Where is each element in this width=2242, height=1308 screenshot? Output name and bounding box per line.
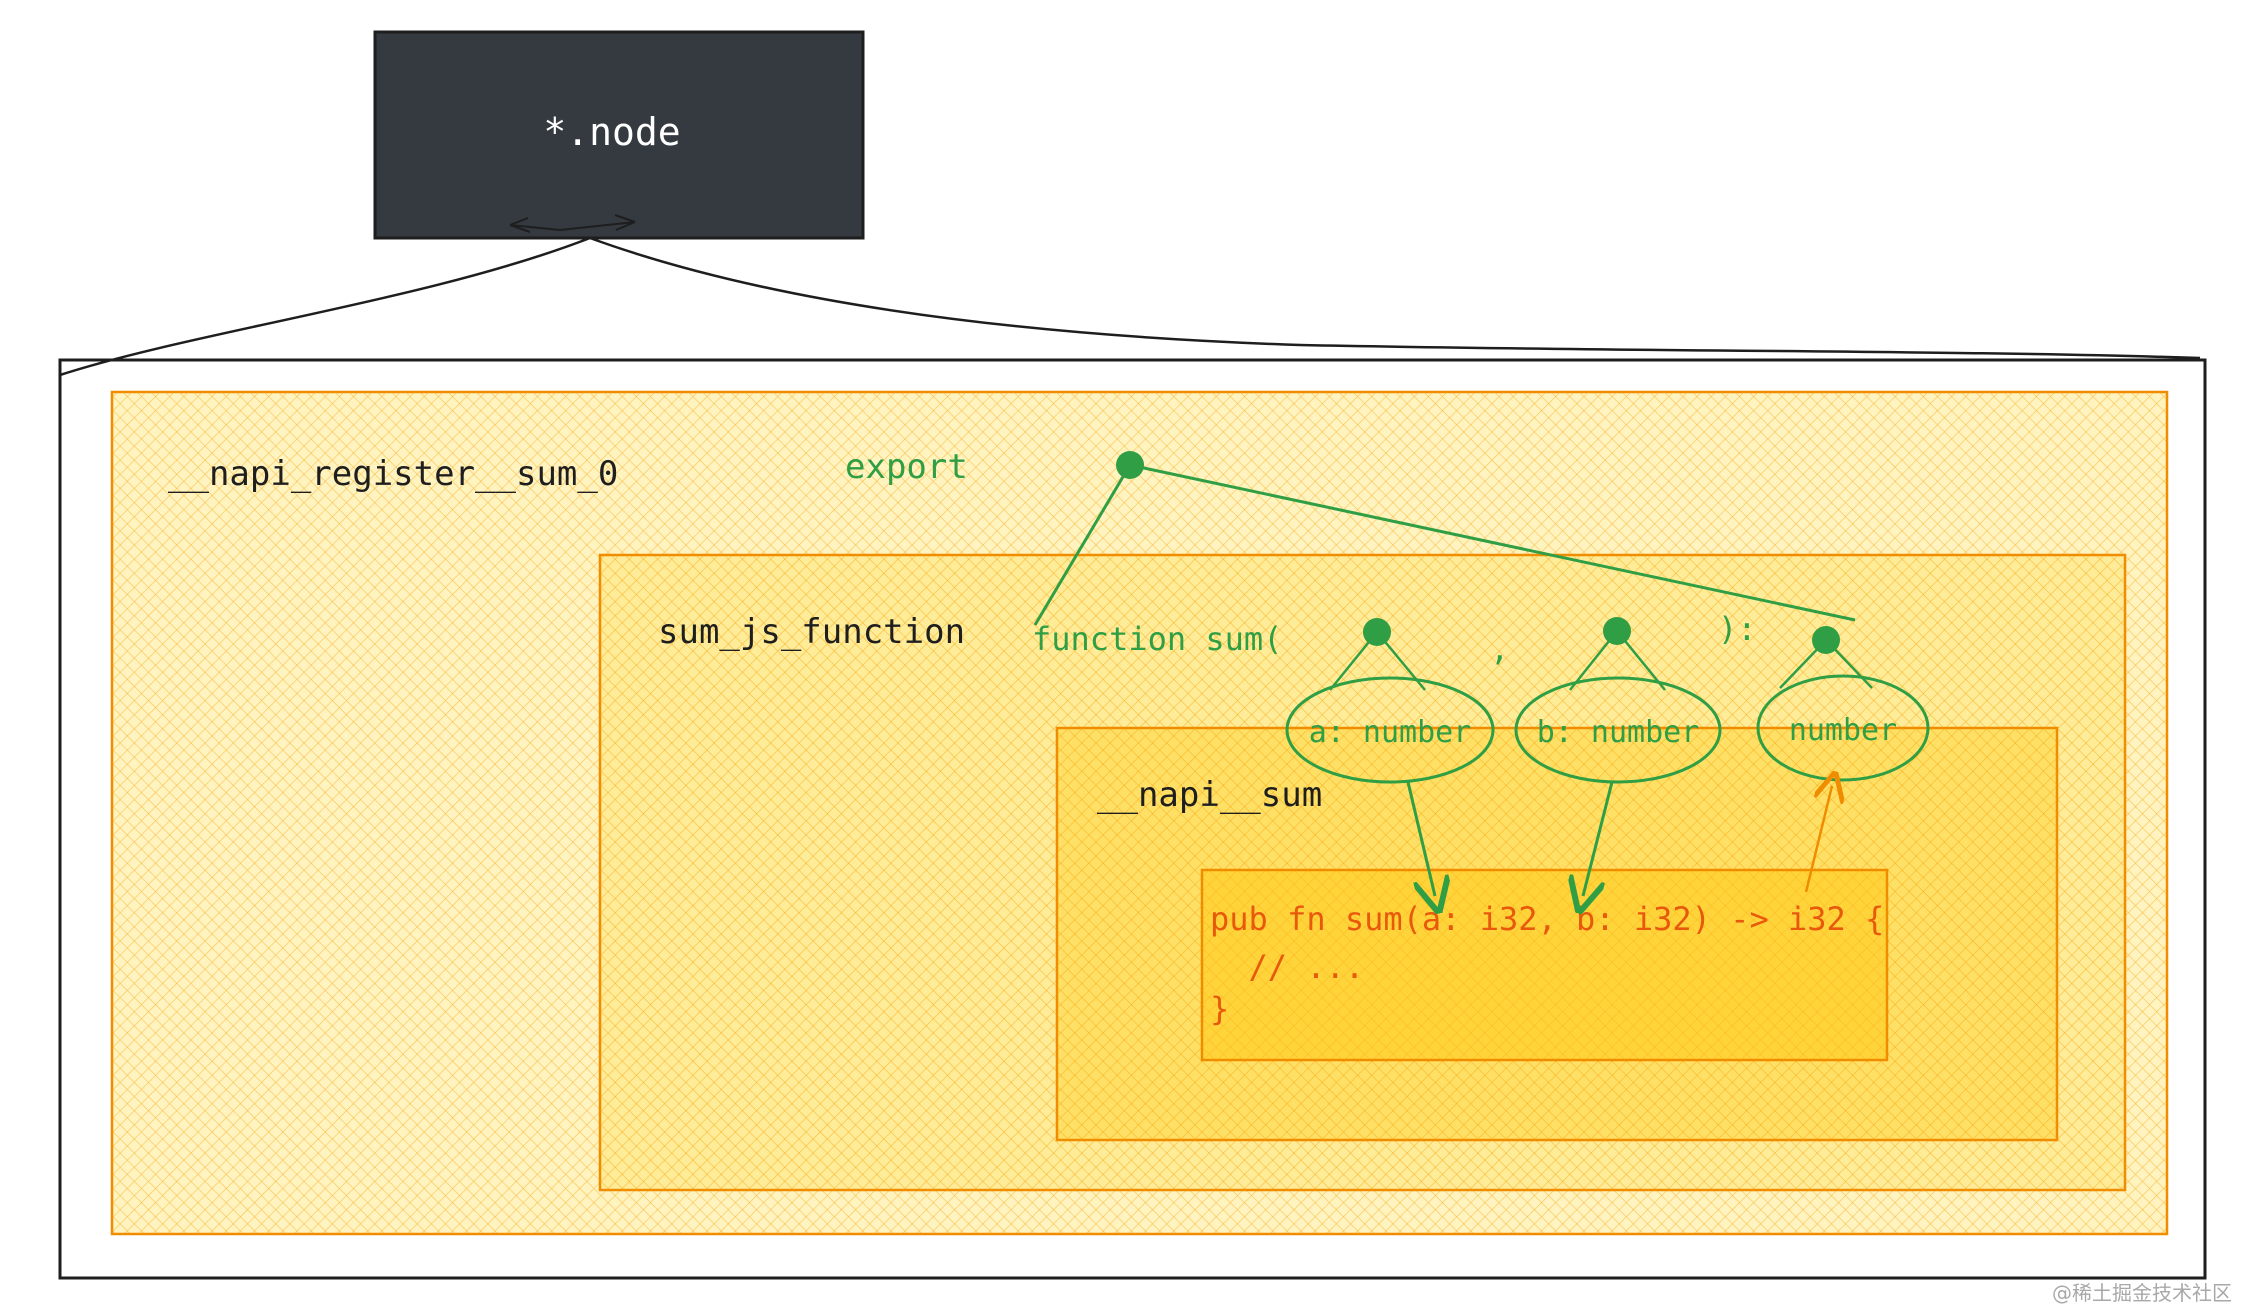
param-a-ellipse: [1285, 676, 1495, 784]
js-signature-comma: ,: [1490, 630, 1509, 668]
connector-right: [589, 236, 2201, 360]
rust-code-line-2: // ...: [1210, 948, 1364, 986]
rust-fn-box: [1200, 868, 1889, 1062]
param-b-ellipse: [1514, 676, 1722, 784]
js-function-label: sum_js_function: [658, 612, 965, 652]
watermark: @稀土掘金技术社区: [2052, 1281, 2232, 1305]
arrow-param-b: [1583, 781, 1614, 896]
param-b-node: b: number: [1514, 617, 1722, 784]
rust-code-line-1: pub fn sum(a: i32, b: i32) -> i32 {: [1210, 900, 1884, 938]
connector-left: [59, 236, 591, 377]
napi-sum-label: __napi__sum: [1097, 775, 1322, 815]
export-label: export: [845, 447, 968, 487]
export-line-to-function: [1033, 464, 1132, 626]
param-b-label: b: number: [1537, 715, 1700, 750]
arrow-param-a: [1406, 781, 1435, 896]
return-type-label: number: [1789, 713, 1897, 748]
export-line-to-signature: [1129, 463, 1856, 622]
rust-code-line-3: }: [1210, 990, 1229, 1028]
js-signature-prefix: function sum(: [1032, 620, 1282, 658]
node-box: *.node: [373, 30, 865, 240]
outer-container: [58, 358, 2207, 1280]
param-a-label: a: number: [1309, 715, 1472, 750]
arrow-return-type: [1804, 786, 1832, 893]
register-label: __napi_register__sum_0: [168, 454, 618, 494]
param-a-node: a: number: [1285, 618, 1495, 784]
node-box-label: *.node: [543, 110, 680, 154]
js-signature-suffix: ):: [1718, 610, 1757, 648]
